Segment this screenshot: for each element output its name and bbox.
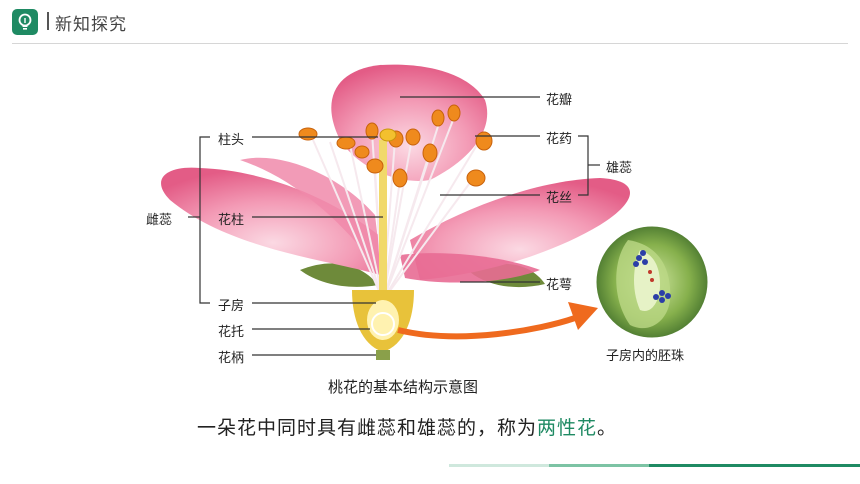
arrow-head (568, 302, 598, 330)
anthers (298, 104, 493, 188)
petal-shape (161, 167, 385, 275)
arrow-shape (397, 315, 576, 340)
header-divider (47, 12, 49, 30)
footer-bar (449, 464, 549, 467)
petal-shape (331, 64, 488, 181)
highlight-term: 两性花 (537, 417, 598, 439)
header: 新知探究 (0, 0, 860, 44)
definition-sentence: 一朵花中同时具有雌蕊和雄蕊的，称为两性花。 (197, 413, 617, 440)
lightbulb-icon (12, 9, 38, 35)
style-shape (379, 140, 387, 300)
label-petal: 花瓣 (546, 93, 573, 108)
label-pistil: 雌蕊 (146, 213, 173, 228)
label-ovule: 子房内的胚珠 (606, 349, 685, 364)
label-stigma: 柱头 (218, 133, 245, 148)
sentence-end: 。 (597, 417, 618, 439)
filaments (309, 114, 481, 301)
ovule-marker (371, 312, 395, 336)
label-sepal: 花萼 (546, 278, 573, 293)
label-pedicel: 花柄 (218, 351, 245, 366)
sentence-text: 一朵花中同时具有雌蕊和雄蕊的，称为 (197, 417, 538, 439)
label-filament: 花丝 (546, 191, 573, 206)
pedicel-shape (376, 350, 390, 360)
label-stamen: 雄蕊 (606, 161, 633, 176)
stigma-shape (379, 128, 397, 142)
footer-bar (549, 464, 649, 467)
diagram-caption: 桃花的基本结构示意图 (328, 378, 479, 396)
petal-shape (400, 253, 540, 283)
label-style: 花柱 (218, 213, 245, 228)
petal-shape (410, 178, 630, 280)
label-anther: 花药 (546, 132, 573, 147)
header-rule (12, 43, 848, 44)
page-title: 新知探究 (55, 15, 127, 35)
petal-shape (240, 157, 382, 275)
label-ovary: 子房 (218, 299, 245, 314)
footer-bar (649, 464, 860, 467)
ovary-shape (367, 300, 399, 340)
label-receptacle: 花托 (218, 325, 245, 340)
